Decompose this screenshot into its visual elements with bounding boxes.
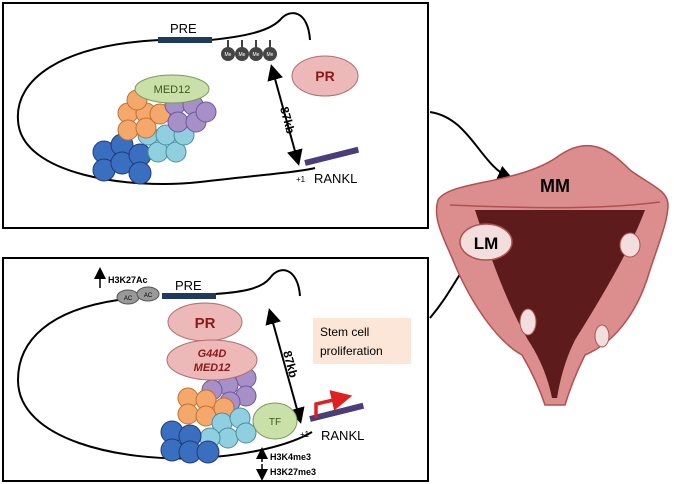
tf-label: TF xyxy=(269,417,281,428)
methyl-bead xyxy=(249,47,263,61)
pre-bar-bottom xyxy=(162,293,216,299)
acetyl-marks: AC AC xyxy=(116,286,160,305)
pre-bar-top xyxy=(158,37,212,43)
tss-label-top: +1 xyxy=(296,175,306,184)
h3k4me3-label: H3K4me3 xyxy=(270,452,311,462)
tss-label-bottom: +1 xyxy=(300,430,310,439)
stem-cell-line2: proliferation xyxy=(320,344,383,358)
methyl-bead xyxy=(263,47,277,61)
distance-arrow-top xyxy=(267,64,303,166)
med12-label-top: MED12 xyxy=(154,84,191,96)
rankl-label-bottom: RANKL xyxy=(321,428,364,443)
acetyl-label: AC xyxy=(144,293,153,299)
h3k27ac-label: H3K27Ac xyxy=(108,275,148,285)
mm-label: MM xyxy=(540,176,570,196)
tf-ellipse xyxy=(252,402,298,440)
pre-label-bottom: PRE xyxy=(175,278,202,293)
distance-label-bottom: 87kb xyxy=(280,349,301,379)
mediator-complex-bottom xyxy=(160,367,257,464)
fibroid-nodule xyxy=(619,232,641,258)
rankl-label-top: RANKL xyxy=(314,171,357,186)
med12-mutant-line2: MED12 xyxy=(194,362,231,374)
methyl-bead xyxy=(235,47,249,61)
chromatin-loop-top xyxy=(16,39,316,185)
med12-mutant-line1: G44D xyxy=(198,348,227,360)
acetyl-label: AC xyxy=(124,296,133,302)
bottom-panel: H3K27Ac AC AC PRE PR xyxy=(2,257,429,482)
chromatin-hook-top xyxy=(209,12,311,41)
pr-label-top: PR xyxy=(315,68,334,84)
fibroid-nodule xyxy=(594,324,610,348)
chromatin-hook-bottom xyxy=(214,269,301,297)
med12-ellipse-top xyxy=(134,74,210,104)
methyl-label: Me xyxy=(267,52,274,58)
stem-cell-box xyxy=(313,318,411,364)
h3k27me3-label: H3K27me3 xyxy=(270,467,316,477)
pre-label-top: PRE xyxy=(170,21,197,36)
lm-fibroid xyxy=(459,223,513,261)
transcription-arrow-icon xyxy=(314,390,353,418)
med12-mutant-ellipse xyxy=(166,339,258,381)
pr-ellipse-top xyxy=(291,55,359,97)
stem-cell-line1: Stem cell xyxy=(320,325,369,339)
methyl-marks: Me Me Me Me xyxy=(221,40,277,61)
lm-label: LM xyxy=(474,234,499,253)
fibroid-nodule xyxy=(519,308,537,336)
methyl-label: Me xyxy=(253,52,260,58)
distance-label-top: 87kb xyxy=(277,105,298,135)
methyl-bead xyxy=(221,47,235,61)
uterus-cavity xyxy=(475,210,645,398)
rankl-bar-top xyxy=(304,146,360,166)
distance-arrow-bottom xyxy=(265,308,305,424)
arrow-to-mm xyxy=(429,111,514,181)
chromatin-loop-bottom xyxy=(16,299,313,460)
top-panel: PRE Me Me Me Me xyxy=(2,2,429,229)
uterus-illustration: LM MM xyxy=(435,144,669,406)
uterus-fundus-line xyxy=(449,201,661,209)
methyl-label: Me xyxy=(225,52,232,58)
pr-label-bottom: PR xyxy=(195,315,216,332)
methyl-label: Me xyxy=(239,52,246,58)
